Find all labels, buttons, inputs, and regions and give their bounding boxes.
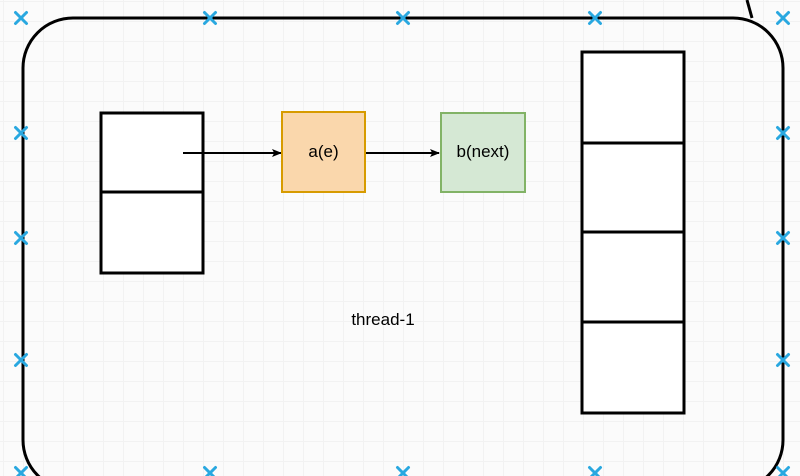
selection-handle-x-icon[interactable]: [14, 126, 28, 140]
selection-handle-x-icon[interactable]: [203, 466, 217, 476]
selection-handle-x-icon[interactable]: [588, 466, 602, 476]
thread-container-label: thread-1: [351, 310, 415, 329]
selection-handle-x-icon[interactable]: [776, 126, 790, 140]
selection-handles[interactable]: [14, 11, 790, 476]
selection-handle-x-icon[interactable]: [776, 353, 790, 367]
selection-handle-x-icon[interactable]: [776, 466, 790, 476]
selection-handle-x-icon[interactable]: [14, 11, 28, 25]
selection-handle-x-icon[interactable]: [14, 231, 28, 245]
left-stack-shape[interactable]: [99, 111, 205, 275]
container-corner-stub: [745, 0, 754, 19]
right-stack-shape[interactable]: [580, 50, 686, 415]
selection-handle-x-icon[interactable]: [396, 466, 410, 476]
selection-handle-x-icon[interactable]: [396, 11, 410, 25]
selection-handle-x-icon[interactable]: [776, 231, 790, 245]
selection-handle-x-icon[interactable]: [203, 11, 217, 25]
node-a-shape[interactable]: [281, 111, 366, 193]
node-b-shape[interactable]: [440, 112, 526, 193]
selection-handle-x-icon[interactable]: [14, 353, 28, 367]
selection-handle-x-icon[interactable]: [588, 11, 602, 25]
selection-handle-x-icon[interactable]: [776, 11, 790, 25]
selection-handle-x-icon[interactable]: [14, 466, 28, 476]
